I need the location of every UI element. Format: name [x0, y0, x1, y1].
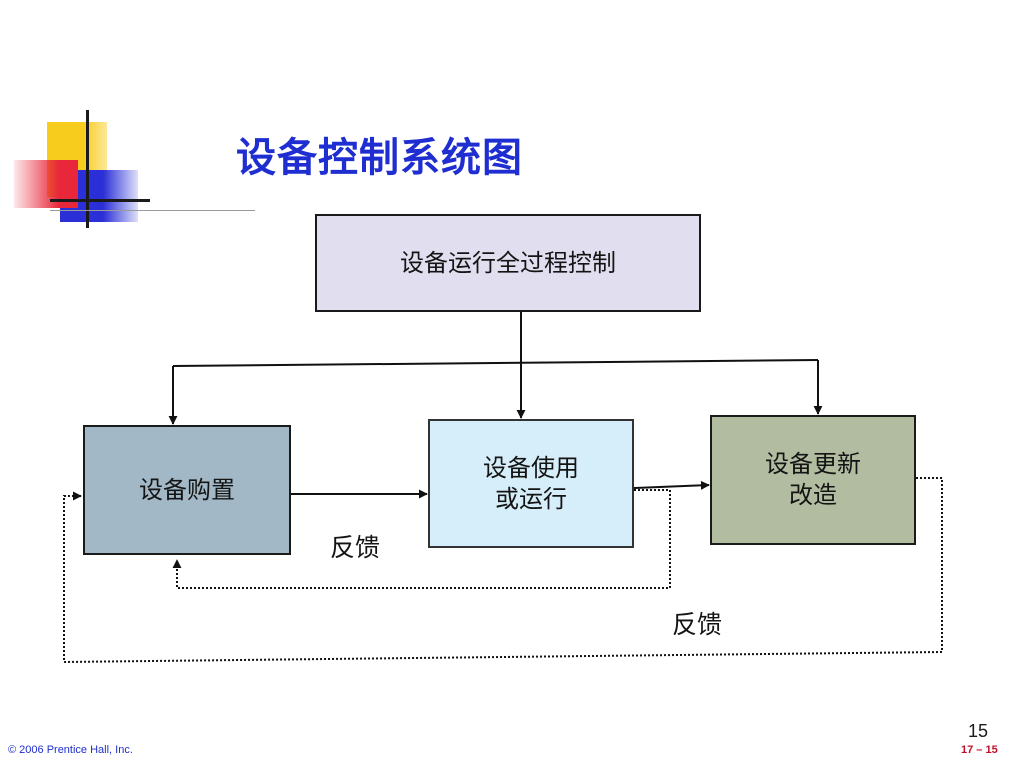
title-underline	[50, 210, 255, 211]
control-arrows	[168, 312, 823, 499]
feedback-label-inner: 反馈	[330, 533, 381, 562]
distribution-line	[172, 359, 819, 367]
slide-number: 15	[968, 721, 989, 741]
deco-vertical-line	[86, 110, 89, 228]
feedback-loop-inner	[172, 489, 671, 589]
feedback-loop-outer	[63, 477, 943, 664]
box-equipment-use: 设备使用 或运行	[428, 419, 634, 548]
footer-copyright: © 2006 Prentice Hall, Inc.	[8, 744, 133, 756]
feedback-label-outer: 反馈	[672, 610, 723, 639]
box-equipment-renewal-line1: 设备更新	[765, 450, 861, 478]
box-full-process-control-label: 设备运行全过程控制	[400, 248, 616, 277]
slide-title: 设备控制系统图	[236, 135, 523, 181]
deco-horizontal-line	[50, 199, 150, 202]
feedback-arrows	[63, 477, 943, 664]
box-equipment-renewal: 设备更新 改造	[710, 415, 916, 545]
footer-page-label: 17 – 15	[961, 744, 998, 756]
box-full-process-control: 设备运行全过程控制	[315, 214, 701, 312]
box-equipment-renewal-line2: 改造	[789, 481, 837, 509]
box-equipment-use-line1: 设备使用	[483, 453, 579, 482]
box-equipment-use-line2: 或运行	[495, 484, 567, 513]
arrow-use-to-renew	[633, 480, 710, 490]
box-equipment-purchase: 设备购置	[83, 425, 291, 555]
box-equipment-purchase-label: 设备购置	[139, 475, 235, 504]
